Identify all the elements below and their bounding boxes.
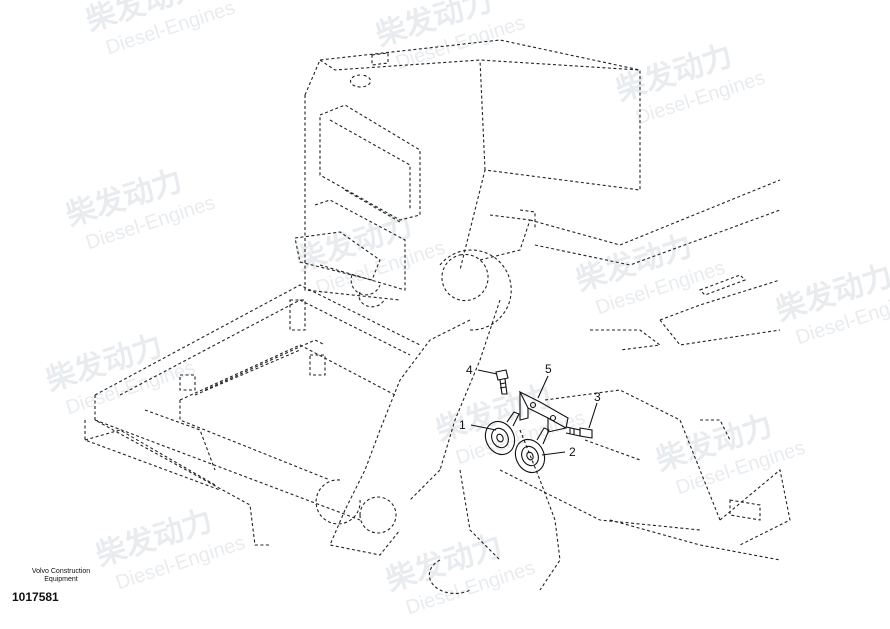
company-name-line1: Volvo Construction bbox=[31, 568, 91, 575]
leader-line-2 bbox=[541, 451, 566, 456]
bolt-part-4[interactable] bbox=[495, 369, 509, 395]
callout-3: 3 bbox=[594, 390, 601, 404]
horn-part-1[interactable] bbox=[480, 411, 520, 459]
bracket-part-5[interactable] bbox=[518, 390, 569, 433]
document-number: 1017581 bbox=[12, 590, 59, 604]
leader-line-5 bbox=[537, 375, 549, 399]
watermark-layer: 柴发动力 Diesel-Engines 柴发动力 Diesel-Engines … bbox=[42, 0, 890, 619]
callout-4: 4 bbox=[466, 363, 473, 377]
callout-5: 5 bbox=[545, 362, 552, 376]
callout-1: 1 bbox=[459, 418, 466, 432]
leader-line-1 bbox=[470, 424, 497, 431]
leader-line-3 bbox=[588, 402, 598, 429]
callout-2: 2 bbox=[569, 445, 576, 459]
company-name-line2: Equipment bbox=[44, 576, 78, 583]
machine-frame bbox=[84, 39, 791, 595]
diagram-caption: Volvo Construction Equipment 1017581 bbox=[6, 568, 116, 604]
leader-line-4 bbox=[477, 369, 498, 375]
horn-part-2[interactable] bbox=[510, 427, 550, 477]
callouts: 1 2 3 4 5 bbox=[459, 362, 601, 459]
bolt-part-3[interactable] bbox=[565, 426, 593, 439]
horn-assembly bbox=[480, 369, 593, 477]
